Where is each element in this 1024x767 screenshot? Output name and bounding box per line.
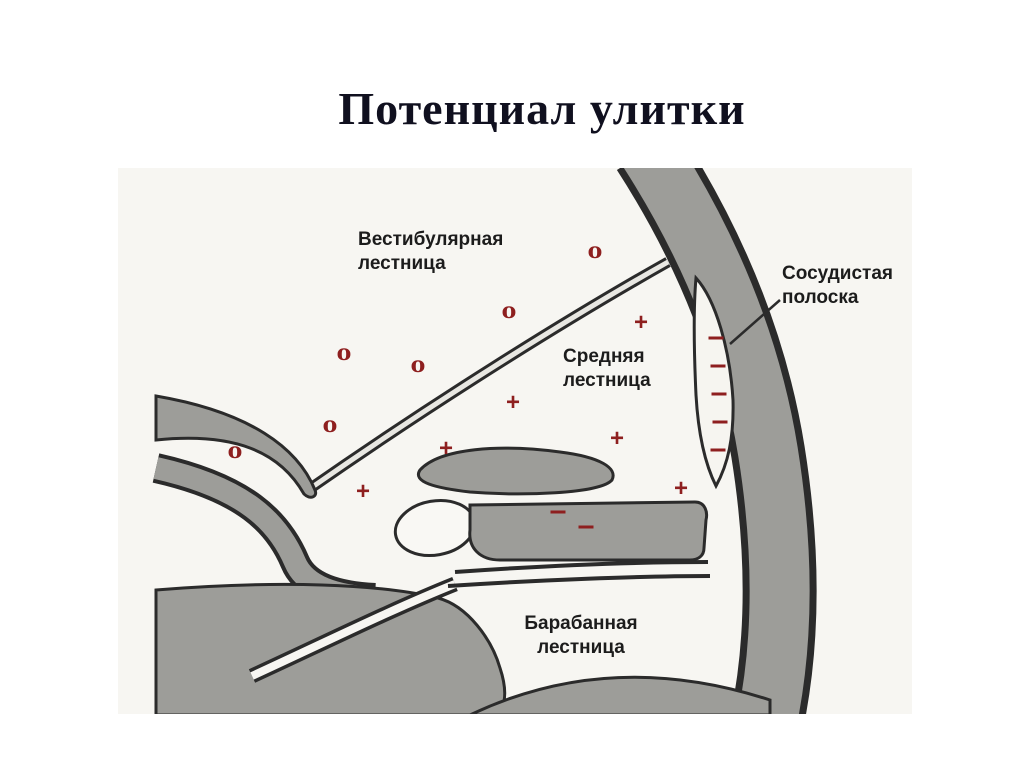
label-scala-vestibuli: Вестибулярная лестница bbox=[358, 229, 504, 274]
reissner-membrane bbox=[306, 259, 670, 493]
stria-leader-line bbox=[729, 299, 781, 345]
organ-of-corti bbox=[468, 500, 709, 562]
basilar-membrane-lower-line bbox=[447, 574, 711, 588]
bone-strip-bottom bbox=[469, 675, 772, 714]
slide-title: Потенциал улитки bbox=[338, 83, 746, 134]
cochlear-outer-wall bbox=[623, 168, 810, 714]
label-scala-tympani: Барабанная лестница bbox=[524, 613, 638, 658]
spiral-limbus-upper-arm bbox=[154, 394, 318, 499]
label-stria-vascularis: Сосудистая полоска bbox=[782, 263, 894, 308]
tectorial-membrane bbox=[416, 446, 615, 496]
stria-vascularis bbox=[692, 274, 735, 490]
label-scala-media: Средняя лестница bbox=[563, 346, 651, 391]
basilar-membrane-upper-line bbox=[454, 560, 709, 574]
bone-mass-lower-left bbox=[154, 582, 507, 714]
cochlear-duct-channel bbox=[250, 580, 457, 680]
